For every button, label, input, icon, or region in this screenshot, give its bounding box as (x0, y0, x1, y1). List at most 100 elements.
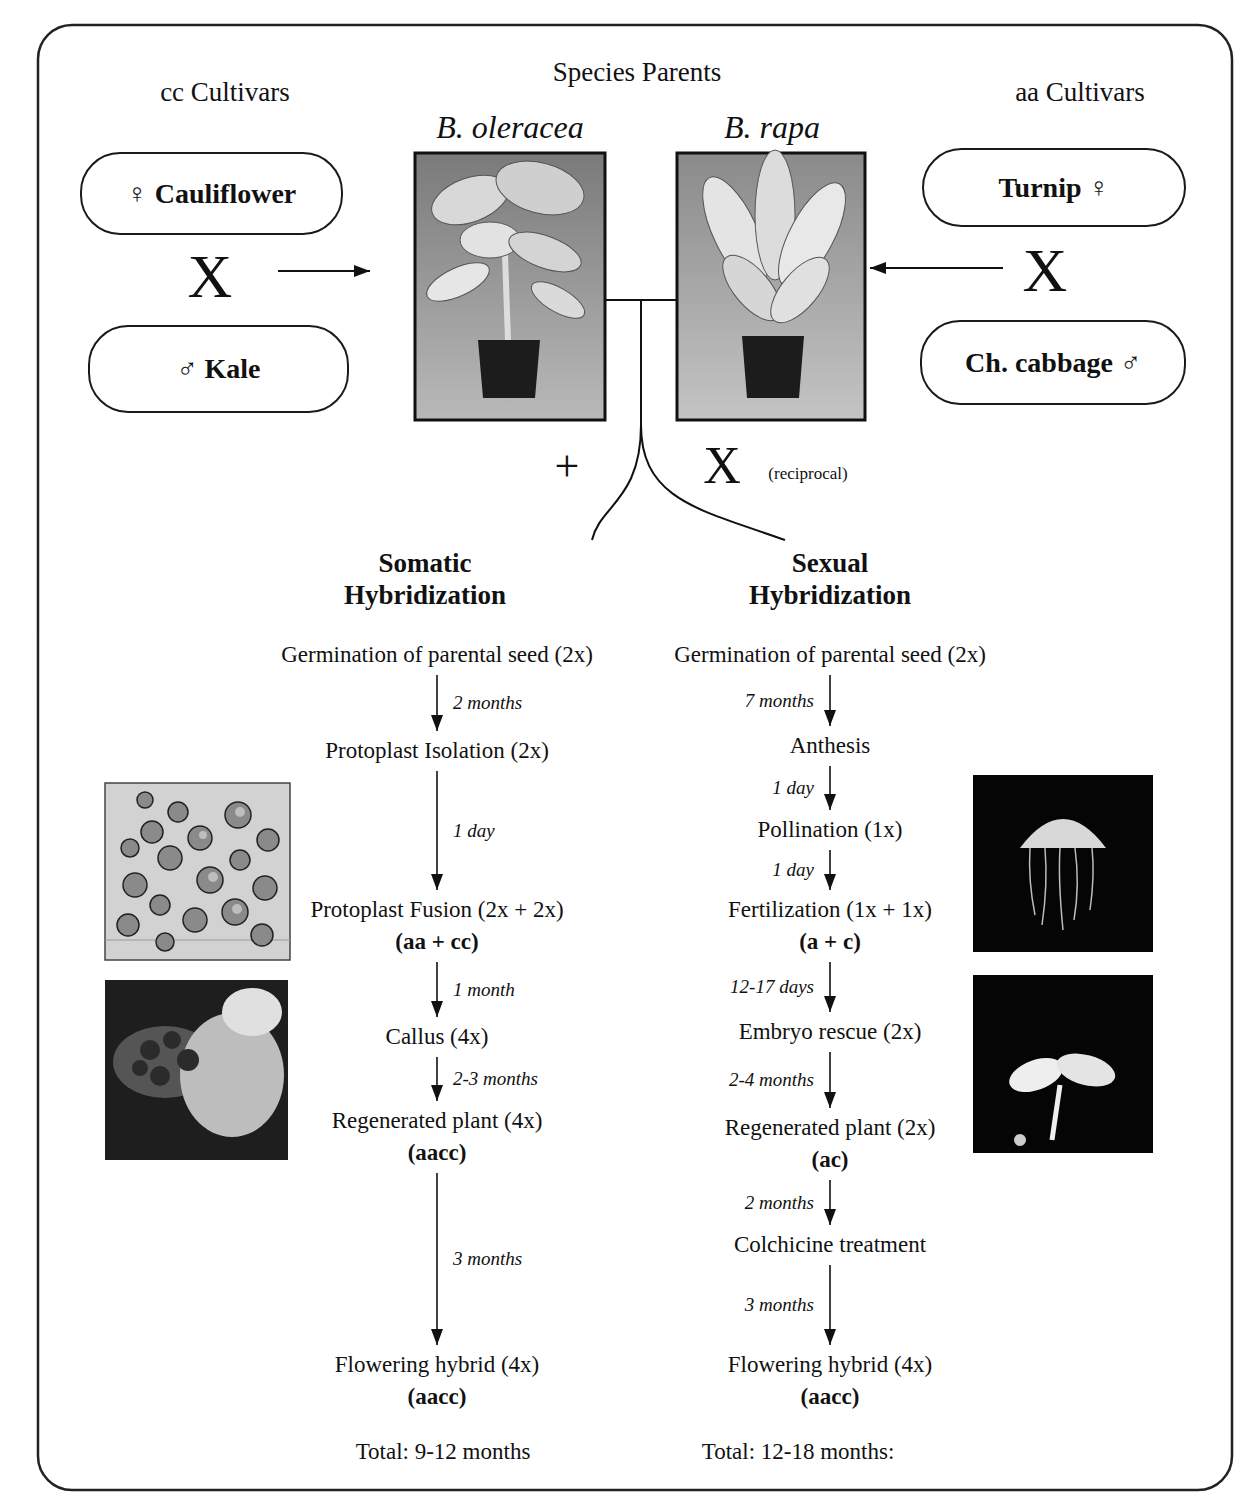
process-step: Germination of parental seed (2x) (672, 639, 988, 671)
step-text: (aacc) (335, 1381, 539, 1413)
duration-label: 12-17 days (728, 976, 816, 999)
photo-frame (105, 980, 288, 1160)
duration-label: 1 day (770, 777, 816, 800)
protoplast-cells (117, 792, 279, 951)
duration-label: 1 day (451, 819, 497, 842)
embryo-dome (1020, 819, 1106, 848)
method-heading: Somatic Hybridization (310, 547, 540, 611)
rapa-photo (677, 150, 865, 420)
process-step: Anthesis (788, 730, 873, 762)
cross-symbol: X (703, 435, 741, 497)
duration-label: 3 months (451, 1248, 524, 1271)
oleracea-photo (415, 152, 605, 420)
step-text: Colchicine treatment (734, 1229, 926, 1261)
flow-arrow (829, 675, 831, 726)
process-step: Fertilization (1x + 1x)(a + c) (726, 894, 934, 958)
bracket-line (640, 300, 642, 425)
photo-title: B. rapa (667, 103, 877, 151)
seedling-stem (1052, 1085, 1060, 1140)
species-photo: B. oleracea (405, 103, 615, 423)
annotation: Species Parents (553, 56, 722, 88)
cross-symbol: X (188, 239, 233, 313)
process-step: Protoplast Fusion (2x + 2x)(aa + cc) (308, 894, 565, 958)
step-text: Germination of parental seed (2x) (674, 639, 986, 671)
step-text: Flowering hybrid (4x) (728, 1349, 932, 1381)
flow-arrow (829, 1180, 831, 1225)
plant-leaf (421, 255, 494, 309)
cross-arrow (870, 267, 1003, 269)
method-heading: Sexual Hybridization (715, 547, 945, 611)
flow-arrow (829, 850, 831, 890)
step-text: Regenerated plant (4x) (332, 1105, 543, 1137)
step-text: Protoplast Fusion (2x + 2x) (310, 894, 563, 926)
cross-symbol: X (1023, 233, 1068, 307)
duration-label: 1 month (451, 978, 517, 1001)
cultivar-box: Turnip ♀ (922, 148, 1186, 227)
process-step: Colchicine treatment (732, 1229, 928, 1261)
embryo-photo (973, 775, 1153, 952)
step-text: Callus (4x) (386, 1021, 489, 1053)
plant-stem (505, 255, 508, 340)
process-step: Germination of parental seed (2x) (279, 639, 595, 671)
step-text: Flowering hybrid (4x) (335, 1349, 539, 1381)
cultivar-box: ♀ Cauliflower (80, 152, 343, 235)
cell-highlights (199, 807, 245, 914)
duration-label: 1 day (770, 859, 816, 882)
step-text: Germination of parental seed (2x) (281, 639, 593, 671)
annotation: (reciprocal) (768, 464, 847, 484)
flow-arrow (829, 1265, 831, 1345)
cross-symbol: + (555, 441, 580, 494)
plant-pot (742, 336, 804, 398)
plant-leaf (504, 224, 586, 280)
duration-label: 2-3 months (451, 1068, 540, 1091)
flow-arrow (436, 771, 438, 890)
process-step: Flowering hybrid (4x)(aacc) (333, 1349, 541, 1413)
seedling-leaf (1005, 1051, 1068, 1098)
flow-arrow (436, 1173, 438, 1345)
plant-leaf (490, 152, 590, 224)
box-label: ♀ Cauliflower (127, 177, 297, 211)
plant-leaf (526, 275, 590, 326)
duration-label: 2-4 months (727, 1069, 816, 1092)
species-photo: B. rapa (667, 103, 877, 423)
flow-arrow (829, 962, 831, 1012)
step-text: Embryo rescue (2x) (739, 1016, 922, 1048)
step-text: (aacc) (728, 1381, 932, 1413)
step-text: (a + c) (728, 926, 932, 958)
seedling-leaf (1053, 1048, 1119, 1093)
process-step: Pollination (1x) (755, 814, 904, 846)
duration-label: 2 months (451, 692, 524, 715)
photo-title: B. oleracea (405, 103, 615, 151)
process-step: Regenerated plant (2x)(ac) (723, 1112, 938, 1176)
flow-arrow (829, 766, 831, 810)
process-step: Callus (4x) (384, 1021, 491, 1053)
photo-frame (973, 975, 1153, 1153)
process-step: Regenerated plant (4x)(aacc) (330, 1105, 545, 1169)
plant-pot (478, 340, 540, 398)
annotation: aa Cultivars (1015, 76, 1145, 108)
step-text: Anthesis (790, 730, 871, 762)
cross-arrow (278, 270, 370, 272)
duration-label: 2 months (743, 1191, 816, 1214)
duration-label: 3 months (743, 1294, 816, 1317)
duration-label: 7 months (743, 689, 816, 712)
process-step: Flowering hybrid (4x)(aacc) (726, 1349, 934, 1413)
annotation: Total: 12-18 months: (702, 1438, 895, 1466)
annotation: cc Cultivars (160, 76, 290, 108)
flow-arrow (829, 1052, 831, 1108)
flow-arrow (436, 1057, 438, 1101)
plant-leaf (760, 248, 839, 332)
flow-arrow (436, 962, 438, 1017)
step-text: (ac) (725, 1144, 936, 1176)
bracket-curve (592, 425, 641, 540)
flow-arrow (436, 675, 438, 731)
protoplast-photo (105, 783, 290, 960)
callus-photo (105, 980, 288, 1160)
cultivar-box: ♂ Kale (88, 325, 349, 413)
box-label: Turnip ♀ (998, 171, 1109, 205)
step-text: (aacc) (332, 1137, 543, 1169)
process-step: Protoplast Isolation (2x) (323, 735, 551, 767)
photo-frame (973, 775, 1153, 952)
step-text: Regenerated plant (2x) (725, 1112, 936, 1144)
